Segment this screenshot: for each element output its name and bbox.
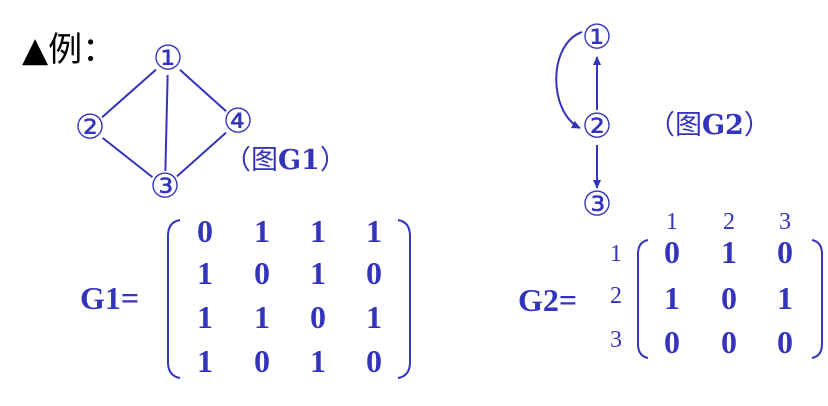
g1-matrix-cell-1-1: 0 bbox=[197, 213, 213, 249]
g1-node-4: ④ bbox=[223, 104, 253, 141]
g1-matrix-label: G1= bbox=[80, 280, 140, 316]
g1-edge-3-4 bbox=[176, 131, 227, 178]
g2-row-header-3: 3 bbox=[610, 327, 622, 353]
g1-matrix-cell-2-2: 0 bbox=[254, 255, 270, 291]
g2-matrix-cell-2-2: 0 bbox=[721, 280, 737, 316]
g1-edge-1-4 bbox=[179, 68, 227, 113]
g2-matrix-cell-3-2: 0 bbox=[721, 324, 737, 360]
g1-matrix-cell-2-3: 1 bbox=[310, 255, 326, 291]
g1-matrix-cell-4-2: 0 bbox=[254, 343, 270, 379]
g1-matrix-cell-3-4: 1 bbox=[366, 299, 382, 335]
g1-matrix-right-bracket bbox=[397, 219, 411, 379]
g2-matrix-right-bracket bbox=[811, 239, 823, 359]
g1-matrix-cell-3-2: 1 bbox=[254, 299, 270, 335]
g1-matrix-cell-2-1: 1 bbox=[197, 255, 213, 291]
g2-caption: （图G2） bbox=[648, 103, 771, 142]
g1-node-2: ② bbox=[75, 110, 105, 147]
g1-matrix-cell-4-4: 0 bbox=[366, 343, 382, 379]
g1-caption-name: G1 bbox=[278, 145, 320, 176]
g1-matrix-cell-3-1: 1 bbox=[197, 299, 213, 335]
g2-col-header-3: 3 bbox=[779, 209, 791, 235]
g2-matrix-cell-1-3: 0 bbox=[777, 234, 793, 270]
g1-matrix-cell-1-4: 1 bbox=[366, 213, 382, 249]
g2-row-header-1: 1 bbox=[610, 241, 622, 267]
g1-matrix-cell-2-4: 0 bbox=[366, 255, 382, 291]
g2-col-header-2: 2 bbox=[723, 209, 735, 235]
g1-matrix-cell-1-2: 1 bbox=[254, 213, 270, 249]
g2-matrix-cell-1-2: 1 bbox=[721, 234, 737, 270]
g2-node-3: ③ bbox=[582, 187, 612, 224]
g1-matrix-cell-4-3: 1 bbox=[310, 343, 326, 379]
g2-caption-open: （图 bbox=[648, 110, 702, 141]
g1-matrix-left-bracket bbox=[167, 219, 181, 379]
g1-caption: （图G1） bbox=[224, 138, 347, 177]
g2-caption-close: ） bbox=[743, 110, 771, 141]
g2-matrix-cell-3-1: 0 bbox=[664, 324, 680, 360]
g1-caption-open: （图 bbox=[224, 145, 278, 176]
g2-matrix-cell-1-1: 0 bbox=[664, 234, 680, 270]
g2-row-header-2: 2 bbox=[610, 283, 622, 309]
g1-caption-close: ） bbox=[319, 145, 347, 176]
g2-matrix-cell-2-3: 1 bbox=[777, 280, 793, 316]
g1-matrix-cell-1-3: 1 bbox=[310, 213, 326, 249]
g1-edge-2-3 bbox=[101, 137, 154, 178]
g1-matrix-cell-4-1: 1 bbox=[197, 343, 213, 379]
g2-matrix-label: G2= bbox=[518, 282, 578, 318]
g2-matrix-cell-3-3: 0 bbox=[777, 324, 793, 360]
g2-caption-name: G2 bbox=[702, 110, 744, 141]
g2-matrix-cell-2-1: 1 bbox=[664, 280, 680, 316]
g1-matrix-cell-3-3: 0 bbox=[310, 299, 326, 335]
example-heading: ▲例： bbox=[22, 30, 117, 70]
g2-col-header-1: 1 bbox=[666, 209, 678, 235]
g1-node-3: ③ bbox=[150, 169, 180, 206]
g1-edge-1-3 bbox=[164, 74, 169, 172]
g1-node-1: ① bbox=[153, 41, 183, 78]
g2-matrix-left-bracket bbox=[637, 239, 649, 359]
g2-node-2: ② bbox=[582, 109, 612, 146]
g1-edge-1-2 bbox=[101, 68, 157, 119]
g2-arc-1-2 bbox=[555, 31, 583, 129]
g2-node-1: ① bbox=[582, 20, 612, 57]
